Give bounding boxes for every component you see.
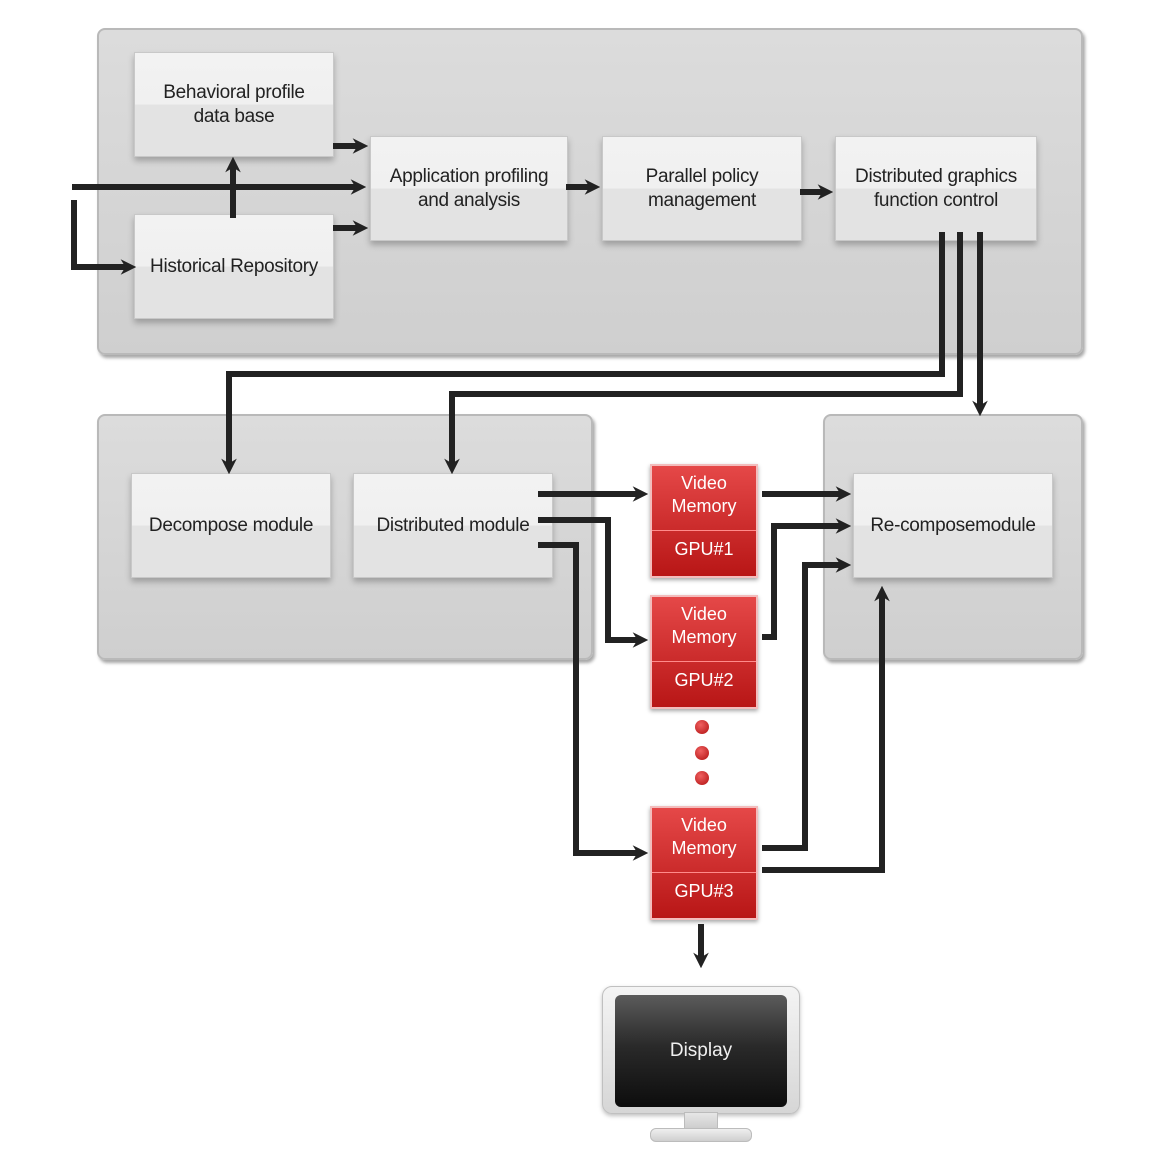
gpu-3-id: GPU#3: [674, 881, 734, 901]
gpu-2-video-memory: Video Memory: [671, 604, 737, 648]
distributed-module-label: Distributed module: [376, 514, 530, 536]
arrow-gpu3-to-recompose-b: [762, 585, 890, 873]
parallel-policy-management: Parallel policy management: [602, 136, 802, 241]
gpu-1-divider: [652, 530, 756, 531]
distributed-graphics-control-label: Distributed graphics function control: [855, 166, 1017, 211]
monitor-stand-base: [650, 1128, 752, 1142]
gpu-3-video-memory: Video Memory: [671, 815, 737, 859]
gpu-3-divider: [652, 872, 756, 873]
display-label: Display: [669, 1040, 733, 1061]
historical-repository-label: Historical Repository: [150, 255, 318, 277]
gpu-block-3: Video Memory GPU#3: [650, 806, 758, 920]
gpu-1-video-memory: Video Memory: [671, 473, 737, 517]
ellipsis-dot-2: [695, 746, 709, 760]
arrow-gpu2-to-recompose: [762, 518, 852, 640]
arrow-control-to-decompose: [221, 232, 945, 475]
arrow-input-to-historical: [71, 200, 137, 275]
distributed-module: Distributed module: [353, 473, 553, 578]
arrow-distributed-to-gpu3: [538, 542, 649, 861]
ellipsis-dot-1: [695, 720, 709, 734]
distributed-graphics-control: Distributed graphics function control: [835, 136, 1037, 241]
recompose-module: Re-composemodule: [853, 473, 1053, 578]
application-profiling: Application profiling and analysis: [370, 136, 568, 241]
gpu-1-id: GPU#1: [674, 539, 734, 559]
display-monitor: Display: [602, 986, 800, 1114]
decompose-module: Decompose module: [131, 473, 331, 578]
ellipsis-dot-3: [695, 771, 709, 785]
decompose-module-label: Decompose module: [148, 514, 314, 536]
arrow-distributed-to-gpu2: [538, 517, 649, 648]
gpu-block-1: Video Memory GPU#1: [650, 464, 758, 578]
gpu-2-divider: [652, 661, 756, 662]
arrow-gpu3-to-recompose-a: [762, 557, 852, 851]
historical-repository: Historical Repository: [134, 214, 334, 319]
arrow-control-to-distributed: [444, 232, 963, 475]
behavioral-profile-database: Behavioral profile data base: [134, 52, 334, 157]
gpu-2-id: GPU#2: [674, 670, 734, 690]
recompose-module-label: Re-composemodule: [870, 514, 1036, 536]
behavioral-profile-database-label: Behavioral profile data base: [163, 82, 305, 127]
display-screen: Display: [615, 995, 787, 1107]
application-profiling-label: Application profiling and analysis: [389, 166, 549, 211]
gpu-block-2: Video Memory GPU#2: [650, 595, 758, 709]
parallel-policy-management-label: Parallel policy management: [645, 166, 759, 211]
